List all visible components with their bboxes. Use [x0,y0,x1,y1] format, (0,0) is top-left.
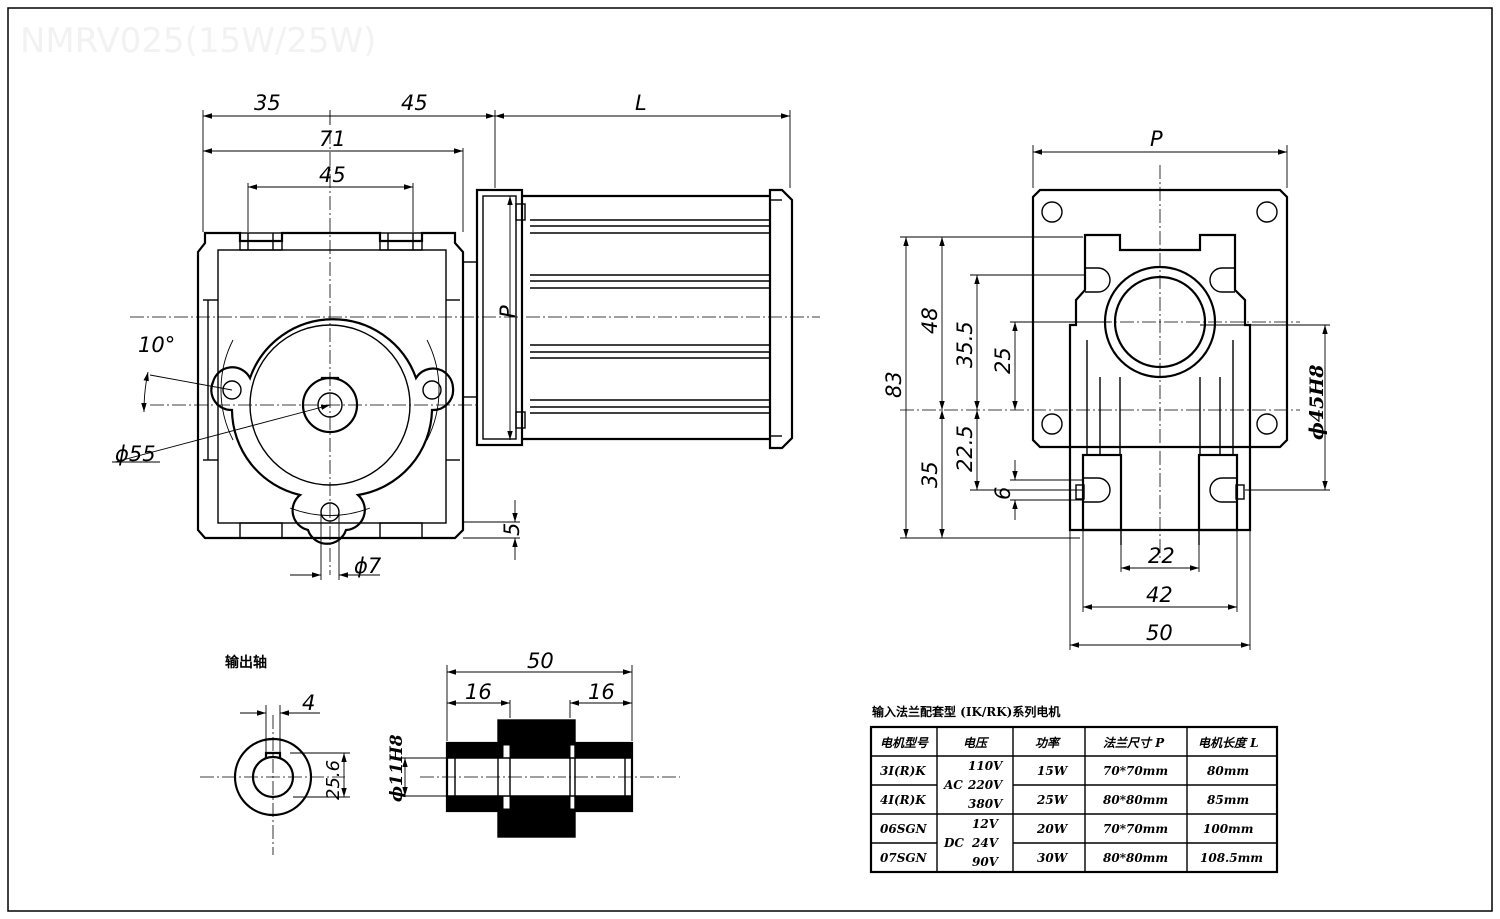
svg-text:25: 25 [991,347,1015,374]
svg-text:ϕ11H8: ϕ11H8 [387,734,407,802]
svg-text:22: 22 [1148,544,1175,568]
svg-text:45: 45 [401,91,428,115]
svg-text:25.6: 25.6 [323,760,344,800]
svg-text:5: 5 [500,523,524,536]
svg-text:16: 16 [465,680,492,704]
sheet-border [7,7,1493,912]
svg-text:50: 50 [1146,621,1173,645]
header-voltage: 电压 [963,736,990,750]
svg-text:ϕ55: ϕ55 [115,442,156,466]
svg-text:ϕ7: ϕ7 [354,554,382,578]
svg-text:L: L [635,91,647,115]
row-model: 3I(R)K [880,764,926,778]
row-flange: 80*80mm [1103,851,1168,865]
row-model: 4I(R)K [880,793,926,807]
row-flange: 70*70mm [1103,822,1168,836]
shaft-title: 输出轴 [225,654,267,671]
row-model: 06SGN [880,822,928,836]
svg-text:P: P [496,305,520,318]
svg-text:ϕ45H8: ϕ45H8 [1306,365,1328,441]
voltage-value: 110V [968,759,1004,773]
header-length: 电机长度 L [1198,736,1259,750]
voltage-value: 90V [972,855,1000,869]
svg-text:35.5: 35.5 [953,321,977,368]
svg-text:42: 42 [1146,583,1173,607]
svg-text:4: 4 [302,691,315,715]
header-power: 功率 [1035,736,1061,750]
svg-text:35: 35 [254,91,281,115]
row-length: 80mm [1207,764,1249,778]
voltage-value: 220V [967,778,1004,792]
row-length: 85mm [1207,793,1249,807]
svg-text:6: 6 [991,487,1015,500]
svg-text:45: 45 [319,163,346,187]
header-model: 电机型号 [880,736,929,750]
row-power: 25W [1036,793,1069,807]
row-length: 100mm [1203,822,1253,836]
motor-spec-table: 输入法兰配套型 (IK/RK)系列电机 电机型号 电压 功率 法兰尺寸 P 电机… [869,704,1279,874]
svg-text:16: 16 [588,680,615,704]
svg-text:22.5: 22.5 [953,425,977,472]
svg-text:10°: 10° [138,333,175,357]
table-title: 输入法兰配套型 (IK/RK)系列电机 [872,704,1060,719]
svg-text:P: P [1150,127,1163,151]
svg-text:83: 83 [882,371,906,398]
side-view: P 83 48 35 35.5 22.5 25 6 [882,127,1330,650]
row-flange: 70*70mm [1103,764,1168,778]
row-model: 07SGN [880,851,928,865]
svg-text:50: 50 [527,649,554,673]
output-shaft-section: 输出轴 4 25.6 [200,649,680,855]
svg-text:48: 48 [918,307,942,334]
svg-text:71: 71 [319,127,346,151]
row-power: 15W [1037,764,1069,778]
voltage-value: 380V [968,797,1004,811]
row-flange: 80*80mm [1103,793,1168,807]
watermark-title: NMRV025(15W/25W) [20,21,376,61]
header-flange: 法兰尺寸 P [1103,736,1165,750]
svg-text:35: 35 [918,461,942,488]
row-power: 20W [1036,822,1069,836]
voltage-value: 12V [972,817,1000,831]
row-power: 30W [1037,851,1069,865]
front-view: 35 45 L 71 45 P 10° ϕ55 ϕ7 5 [112,91,820,580]
row-length: 108.5mm [1200,851,1263,865]
voltage-ac-label: AC [943,778,963,792]
voltage-dc-label: DC [943,836,964,850]
voltage-value: 24V [971,836,1000,850]
